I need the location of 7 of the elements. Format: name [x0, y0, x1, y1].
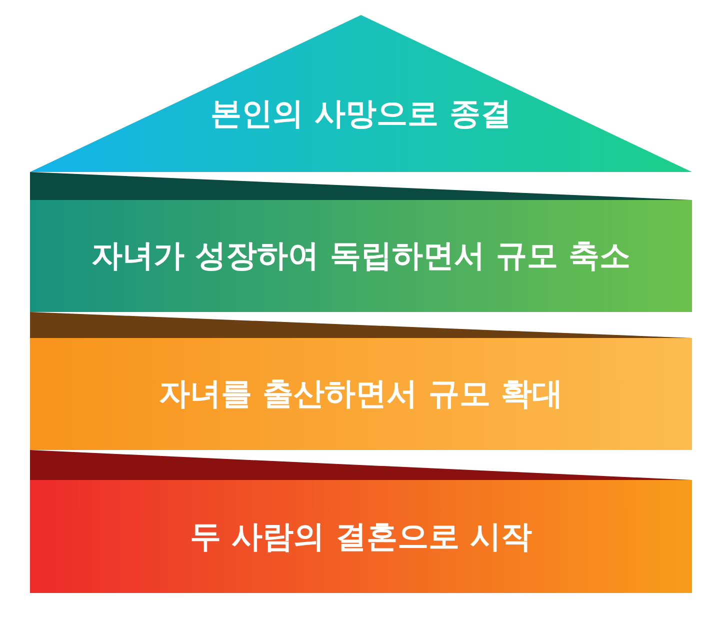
stage-text: 자녀가 성장하여 독립하면서 규모 축소 [91, 237, 631, 276]
stage-text: 두 사람의 결혼으로 시작 [190, 518, 532, 556]
stage-band [30, 200, 692, 312]
stage-band [30, 338, 692, 450]
stage-text: 본인의 사망으로 종결 [210, 94, 512, 134]
stage-text: 자녀를 출산하면서 규모 확대 [158, 375, 564, 414]
stage-band [30, 480, 692, 593]
